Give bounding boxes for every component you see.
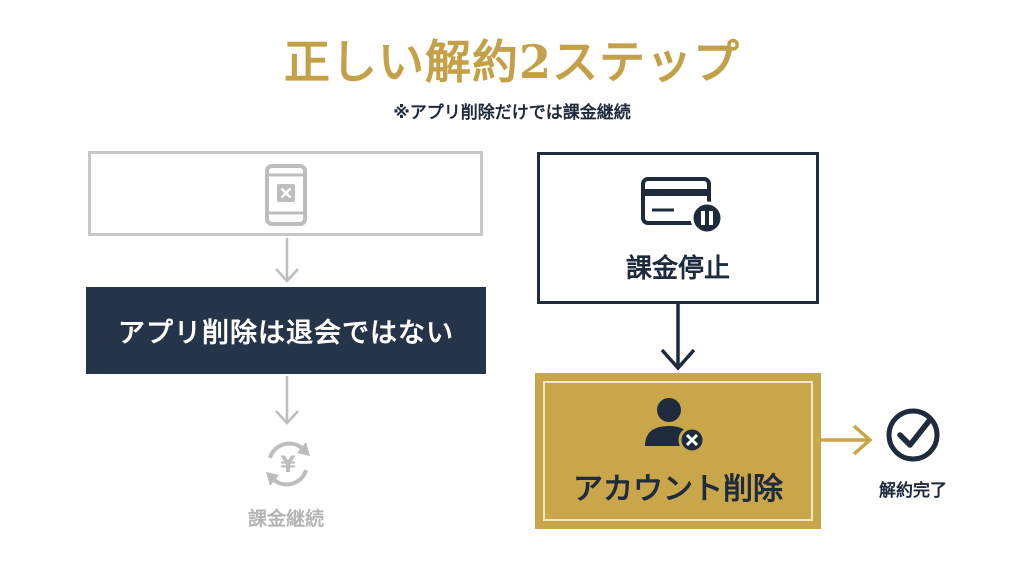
check-circle-icon xyxy=(886,408,940,462)
account-delete-box-inner-border xyxy=(543,381,813,521)
arrow-down-icon xyxy=(275,376,299,425)
page-title: 正しい解約2ステップ xyxy=(283,35,740,89)
user-remove-icon xyxy=(645,398,706,454)
account-delete-label: アカウント削除 xyxy=(573,472,783,507)
credit-card-pause-icon xyxy=(641,177,724,235)
phone-delete-icon xyxy=(265,164,307,226)
arrow-down-icon xyxy=(275,238,299,283)
account-delete-box xyxy=(535,373,821,529)
page-subtitle: ※アプリ削除だけでは課金継続 xyxy=(393,103,631,123)
app-delete-not-unsubscribe-box: アプリ削除は退会ではない xyxy=(86,287,486,374)
svg-text:¥: ¥ xyxy=(280,453,296,478)
arrow-right-icon xyxy=(821,424,873,456)
yen-cycle-icon: ¥ xyxy=(266,441,310,487)
arrow-down-icon xyxy=(660,304,696,371)
cancellation-complete-label: 解約完了 xyxy=(879,481,947,501)
billing-continues-label: 課金継続 xyxy=(247,508,324,530)
stop-billing-box xyxy=(537,152,819,304)
app-delete-not-unsubscribe-label: アプリ削除は退会ではない xyxy=(118,318,454,349)
stop-billing-label: 課金停止 xyxy=(625,254,730,284)
